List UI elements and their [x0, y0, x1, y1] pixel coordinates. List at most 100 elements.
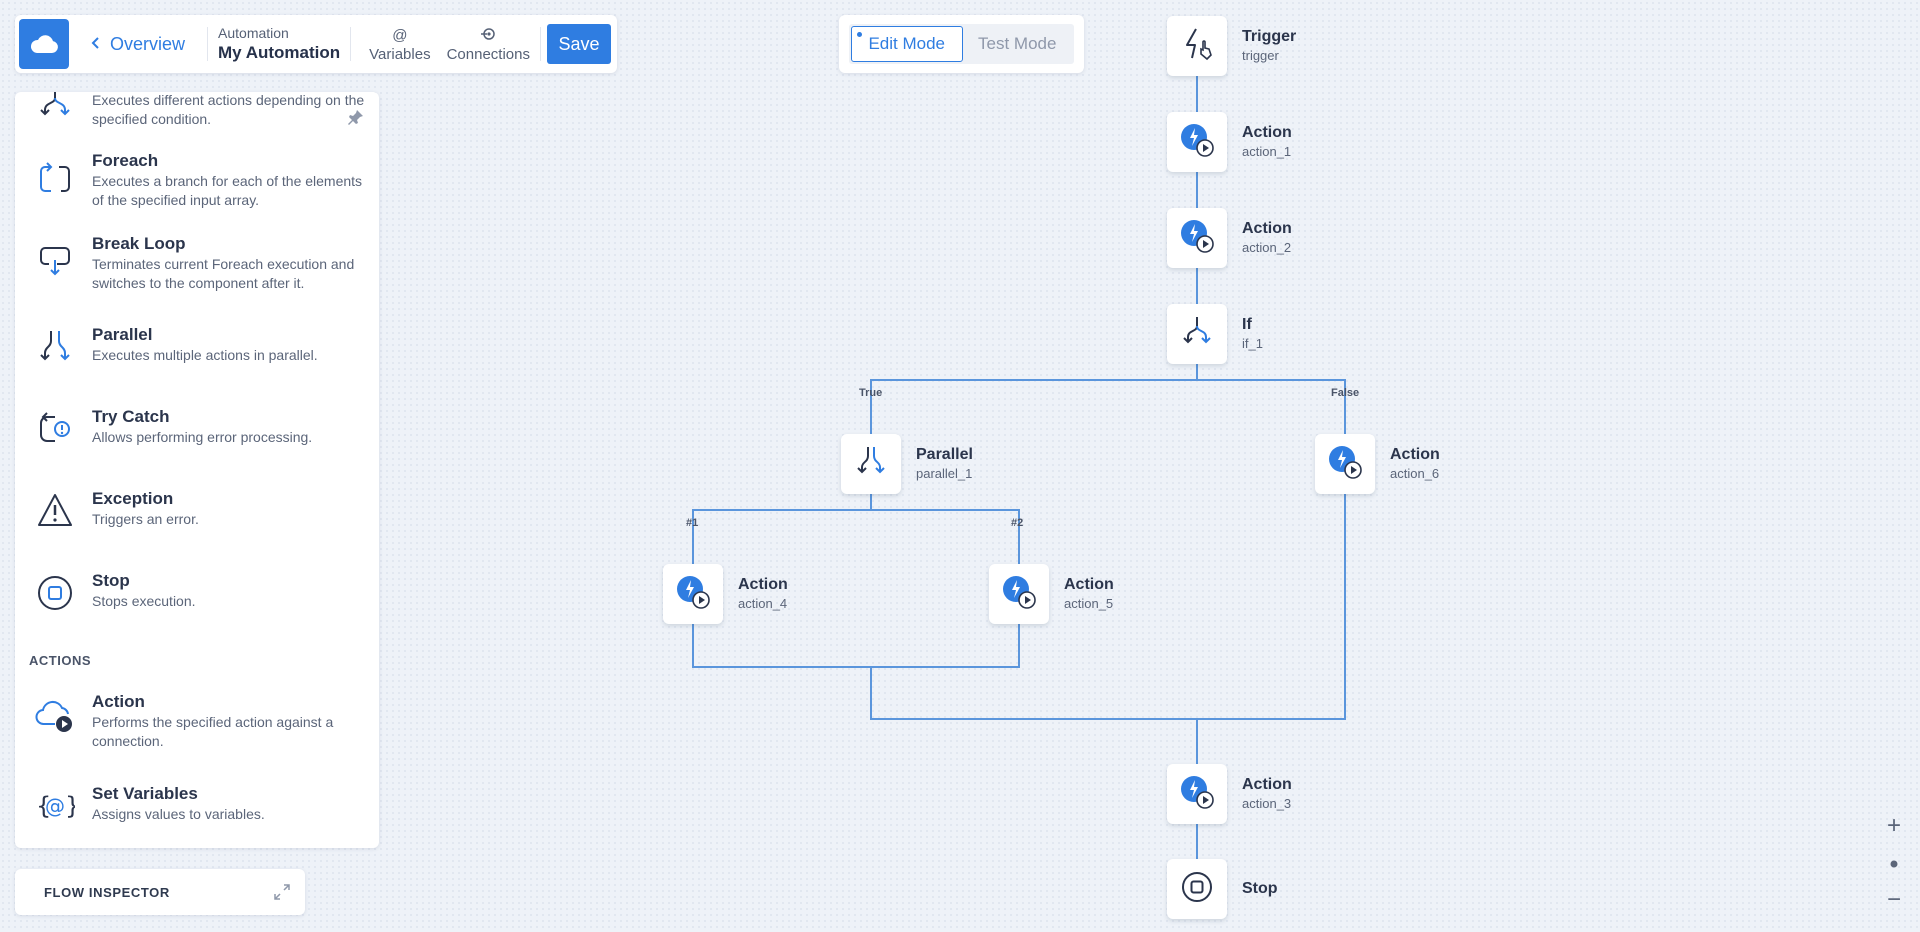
action-play-icon: [675, 574, 711, 615]
parallel-icon: [35, 327, 75, 367]
action-2-node-title: Action: [1242, 220, 1292, 237]
action-4-node[interactable]: [663, 564, 723, 624]
stop-node-title: Stop: [1242, 880, 1278, 897]
if-1-node-id: if_1: [1242, 336, 1263, 351]
palette-item-action[interactable]: Action Performs the specified action aga…: [15, 692, 379, 760]
trigger-node-id: trigger: [1242, 48, 1279, 63]
connection-icon: [480, 26, 496, 46]
palette-item-foreach[interactable]: Foreach Executes a branch for each of th…: [15, 151, 379, 219]
action-play-icon: [1327, 444, 1363, 485]
trigger-node[interactable]: [1167, 16, 1227, 76]
action-6-node-label: Action action_6: [1390, 446, 1440, 481]
zoom-reset-dot[interactable]: [1882, 852, 1906, 876]
zoom-out-button[interactable]: −: [1886, 886, 1901, 913]
action-1-node[interactable]: [1167, 112, 1227, 172]
top-bar: Overview Automation My Automation @ Vari…: [15, 15, 617, 73]
save-button[interactable]: Save: [546, 24, 611, 64]
breadcrumb-parent: Automation: [218, 25, 289, 41]
set-variables-icon: {@}: [35, 786, 80, 826]
action-4-node-title: Action: [738, 576, 788, 593]
at-sign-icon: @: [392, 26, 408, 44]
trigger-node-title: Trigger: [1242, 28, 1297, 45]
action-6-node-title: Action: [1390, 446, 1440, 463]
try-catch-icon: [35, 409, 75, 449]
stop-icon: [1179, 869, 1215, 910]
overview-back-link[interactable]: Overview: [91, 34, 185, 55]
connections-button[interactable]: Connections: [447, 26, 530, 63]
test-mode-tab[interactable]: Test Mode: [978, 34, 1057, 53]
true-branch-label: True: [859, 387, 883, 399]
page-title: My Automation: [218, 43, 341, 62]
action-2-node-id: action_2: [1242, 240, 1292, 255]
flow-inspector-label: FLOW INSPECTOR: [44, 884, 170, 900]
false-branch-label: False: [1331, 387, 1360, 399]
action-1-node-label: Action action_1: [1242, 124, 1292, 159]
exception-description: Triggers an error.: [92, 511, 199, 527]
flow-inspector-panel[interactable]: FLOW INSPECTOR: [15, 869, 305, 915]
parallel-title: Parallel: [92, 325, 153, 344]
foreach-title: Foreach: [92, 151, 159, 170]
if-1-node-label: If if_1: [1242, 316, 1263, 351]
action-5-node[interactable]: [989, 564, 1049, 624]
connections-label: Connections: [446, 45, 530, 63]
cloud-logo-icon[interactable]: [19, 19, 69, 69]
action-3-node[interactable]: [1167, 764, 1227, 824]
divider: [539, 27, 541, 61]
action-6-node[interactable]: [1315, 434, 1375, 494]
trigger-node-label: Trigger trigger: [1242, 28, 1296, 63]
action-2-node[interactable]: [1167, 208, 1227, 268]
action-4-node-id: action_4: [738, 596, 788, 611]
trigger-bolt-icon: [1179, 26, 1215, 67]
chevron-left-icon: [91, 34, 100, 55]
break-loop-icon: [35, 240, 75, 280]
palette-item-set-variables[interactable]: {@} Set Variables Assigns values to vari…: [15, 784, 379, 834]
variables-label: Variables: [369, 45, 431, 63]
edit-mode-tab[interactable]: Edit Mode: [851, 26, 963, 62]
if-1-node-title: If: [1242, 316, 1252, 333]
palette-item-parallel[interactable]: Parallel Executes multiple actions in pa…: [15, 325, 379, 375]
set-variables-title: Set Variables: [92, 784, 198, 803]
palette-item-break-loop[interactable]: Break Loop Terminates current Foreach ex…: [15, 234, 379, 302]
stop-title: Stop: [92, 571, 130, 590]
svg-text:{: {: [36, 792, 51, 820]
action-6-node-id: action_6: [1390, 466, 1440, 481]
palette-item-try-catch[interactable]: Try Catch Allows performing error proces…: [15, 407, 379, 457]
stop-description: Stops execution.: [92, 593, 196, 609]
palette-item-exception[interactable]: Exception Triggers an error.: [15, 489, 379, 539]
if-description: Executes different actions depending on …: [92, 92, 365, 127]
set-variables-description: Assigns values to variables.: [92, 806, 265, 822]
if-1-node[interactable]: [1167, 304, 1227, 364]
action-description: Performs the specified action against a …: [92, 714, 334, 749]
action-2-node-label: Action action_2: [1242, 220, 1292, 255]
parallel-icon: [853, 444, 889, 485]
action-1-node-title: Action: [1242, 124, 1292, 141]
parallel-1-node-title: Parallel: [916, 446, 973, 463]
action-3-node-label: Action action_3: [1242, 776, 1292, 811]
action-play-icon: [1179, 122, 1215, 163]
expand-icon[interactable]: [273, 883, 291, 906]
component-palette: Executes different actions depending on …: [15, 92, 379, 848]
branch-1-label: #1: [686, 517, 699, 529]
palette-item-if[interactable]: Executes different actions depending on …: [15, 92, 379, 138]
palette-item-stop[interactable]: Stop Stops execution.: [15, 571, 379, 621]
action-5-node-label: Action action_5: [1064, 576, 1114, 611]
action-5-node-title: Action: [1064, 576, 1114, 593]
stop-node[interactable]: [1167, 859, 1227, 919]
break-loop-title: Break Loop: [92, 234, 186, 253]
parallel-1-node-id: parallel_1: [916, 466, 973, 481]
breadcrumb: Automation My Automation: [218, 25, 340, 63]
stop-node-label: Stop: [1242, 880, 1278, 898]
action-1-node-id: action_1: [1242, 144, 1292, 159]
actions-section-label: ACTIONS: [29, 653, 91, 668]
action-5-node-id: action_5: [1064, 596, 1114, 611]
action-play-icon: [1179, 218, 1215, 259]
parallel-1-node[interactable]: [841, 434, 901, 494]
zoom-in-button[interactable]: +: [1886, 812, 1901, 839]
break-loop-description: Terminates current Foreach execution and…: [92, 256, 355, 291]
action-3-node-id: action_3: [1242, 796, 1292, 811]
variables-button[interactable]: @ Variables: [369, 26, 430, 63]
svg-text:@: @: [45, 794, 65, 818]
pin-icon[interactable]: [347, 108, 365, 131]
try-catch-description: Allows performing error processing.: [92, 429, 313, 445]
foreach-description: Executes a branch for each of the elemen…: [92, 173, 363, 208]
